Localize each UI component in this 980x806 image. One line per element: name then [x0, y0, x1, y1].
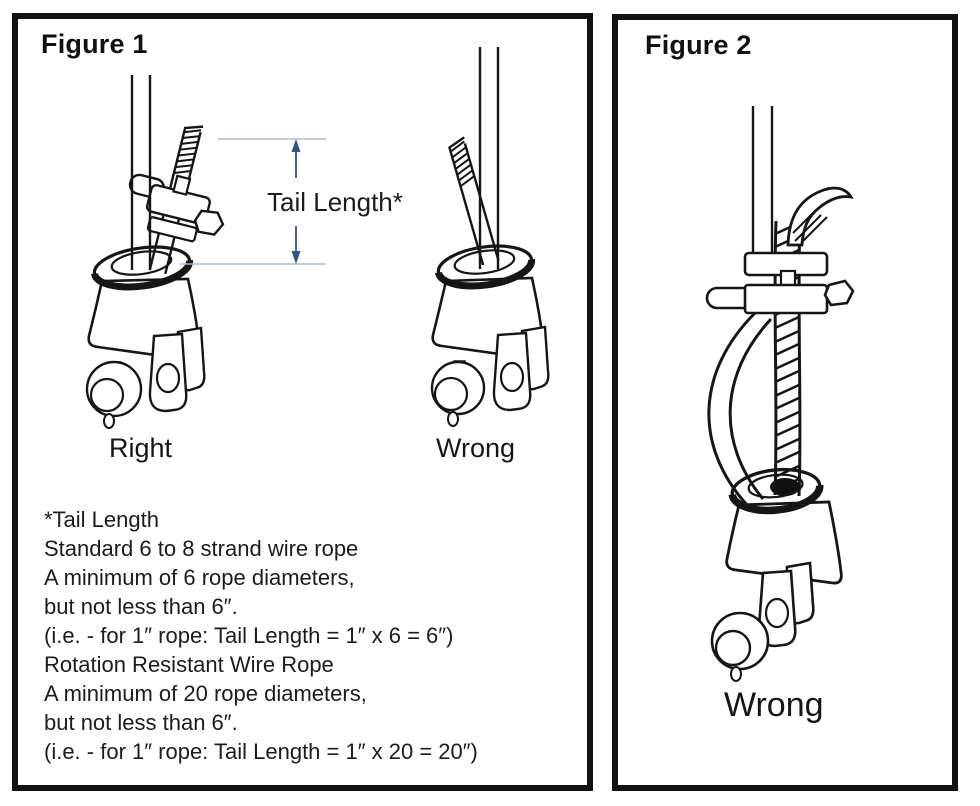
note-line: A minimum of 20 rope diameters,: [44, 681, 367, 706]
twisted-wire-rope: [773, 186, 854, 497]
figure2-panel: [612, 14, 958, 791]
wedge-socket: [430, 244, 550, 427]
note-line: (i.e. - for 1″ rope: Tail Length = 1″ x …: [44, 739, 478, 764]
note-line: but not less than 6″.: [44, 710, 238, 735]
tail-length-dimension-arrows: [180, 138, 326, 265]
socket-pin: [85, 360, 143, 429]
curled-rope-end-icon: [786, 186, 854, 247]
live-wire-rope: [478, 47, 500, 269]
frayed-rope-end-icon: [450, 140, 475, 188]
wrong-caption: Wrong: [436, 433, 516, 463]
socket-pin: [430, 360, 486, 427]
live-wire-rope: [751, 106, 774, 273]
note-line: but not less than 6″.: [44, 594, 238, 619]
wrong-caption-figure2: Wrong: [724, 686, 824, 724]
wedge-socket: [85, 245, 206, 429]
live-wire-rope: [130, 75, 152, 270]
socket-collar: [91, 245, 194, 291]
right-caption: Right: [109, 433, 173, 463]
frayed-rope-end-icon: [173, 129, 202, 174]
note-line: (i.e. - for 1″ rope: Tail Length = 1″ x …: [44, 623, 454, 648]
looped-rope-tail: [707, 311, 773, 507]
socket-collar: [434, 244, 536, 290]
note-line: Rotation Resistant Wire Rope: [44, 652, 334, 677]
figure1-title: Figure 1: [41, 29, 148, 59]
note-line: *Tail Length: [44, 507, 159, 532]
socket-collar: [728, 467, 824, 515]
rope-tail: [447, 136, 500, 266]
wrong-installation-illustration: [430, 47, 550, 427]
wedge-socket: [710, 467, 843, 682]
right-installation-illustration: [85, 75, 225, 429]
figure2-title: Figure 2: [645, 30, 752, 60]
socket-pin: [710, 611, 770, 682]
wire-rope-clip: [705, 251, 855, 315]
tail-length-label: Tail Length*: [267, 187, 403, 217]
note-line: A minimum of 6 rope diameters,: [44, 565, 355, 590]
note-line: Standard 6 to 8 strand wire rope: [44, 536, 359, 561]
figure2-wrong-installation-illustration: [705, 106, 855, 682]
socket-opening: [770, 478, 800, 496]
tail-length-notes: *Tail Length Standard 6 to 8 strand wire…: [44, 505, 478, 766]
